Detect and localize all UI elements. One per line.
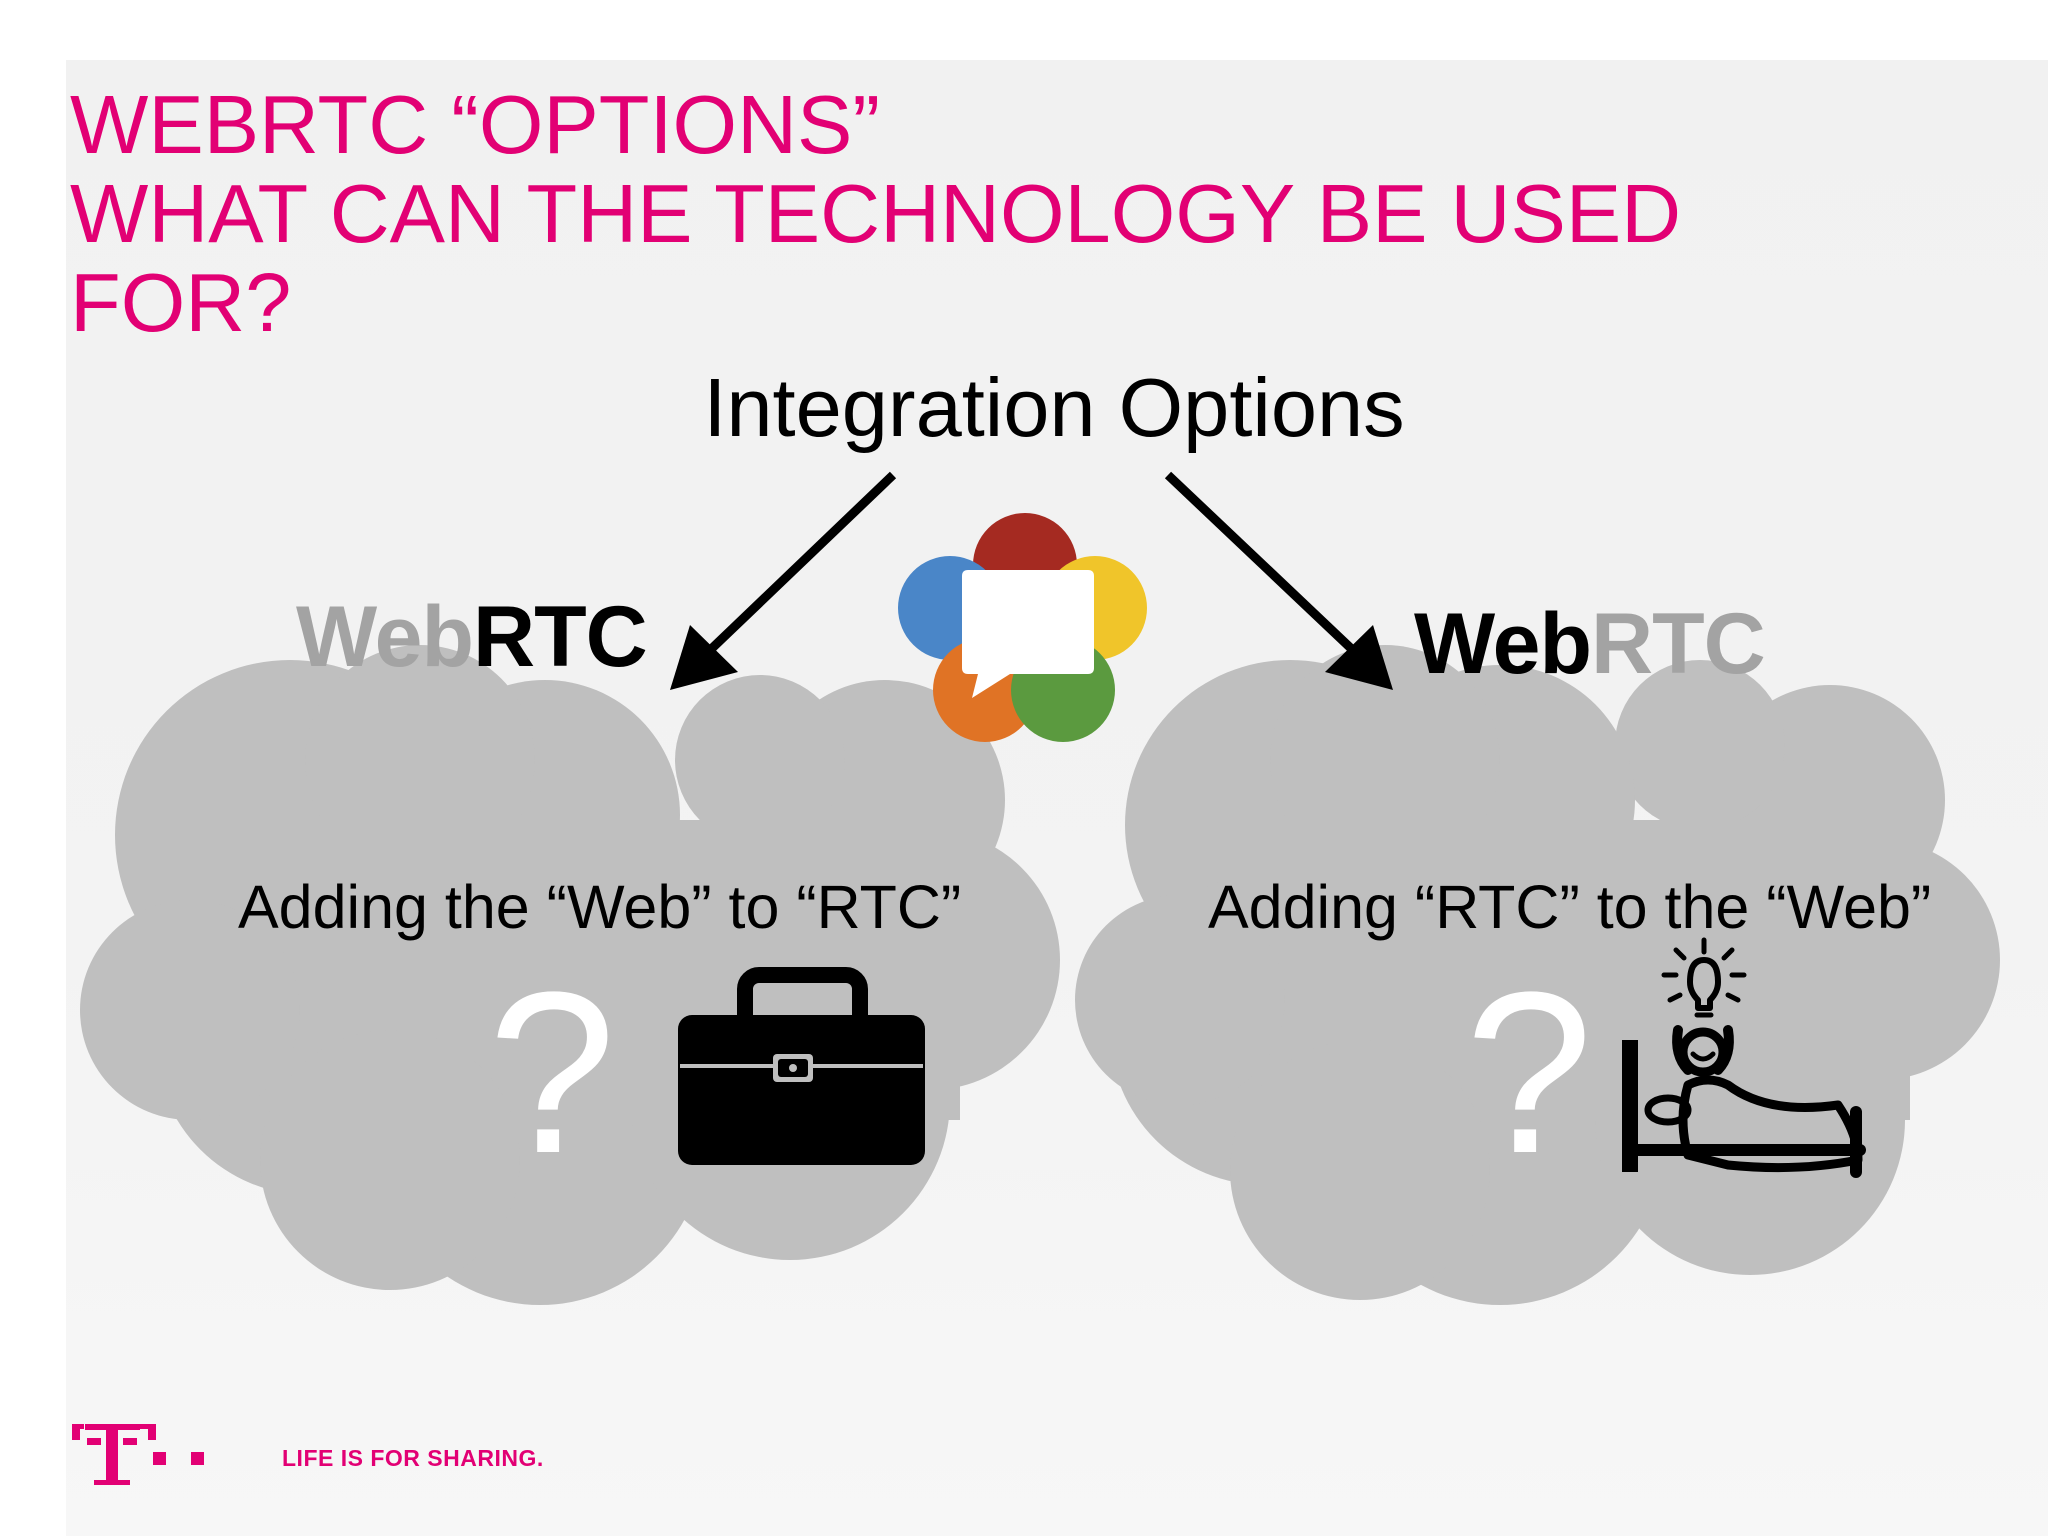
title-line-2: WHAT CAN THE TECHNOLOGY BE USED bbox=[70, 167, 1682, 260]
wordmark-web: Web bbox=[296, 589, 474, 685]
title-line-3: FOR? bbox=[70, 256, 292, 349]
wordmark-web: Web bbox=[1414, 596, 1592, 692]
webrtc-wordmark-left: WebRTC bbox=[296, 588, 648, 687]
integration-options-heading: Integration Options bbox=[703, 361, 1405, 454]
footer-tagline: LIFE IS FOR SHARING. bbox=[282, 1445, 544, 1471]
right-cloud bbox=[1075, 645, 2000, 1305]
right-arrow bbox=[1164, 471, 1393, 690]
person-waking-up-idea-icon bbox=[1622, 937, 1866, 1178]
webrtc-wordmark-right: WebRTC bbox=[1414, 595, 1766, 694]
telekom-t-logo bbox=[72, 1424, 204, 1485]
briefcase-icon bbox=[678, 967, 925, 1165]
webrtc-logo-icon bbox=[898, 513, 1147, 742]
left-arrow bbox=[670, 471, 897, 690]
right-cloud-caption: Adding “RTC” to the “Web” bbox=[1208, 873, 1932, 941]
left-cloud-caption: Adding the “Web” to “RTC” bbox=[238, 873, 962, 941]
wordmark-rtc: RTC bbox=[1590, 596, 1766, 692]
slide-title: WEBRTC “OPTIONS” WHAT CAN THE TECHNOLOGY… bbox=[70, 80, 1870, 347]
title-line-1: WEBRTC “OPTIONS” bbox=[70, 78, 881, 171]
left-question-mark: ? bbox=[488, 944, 616, 1201]
wordmark-rtc: RTC bbox=[472, 589, 648, 685]
right-question-mark: ? bbox=[1465, 944, 1593, 1201]
